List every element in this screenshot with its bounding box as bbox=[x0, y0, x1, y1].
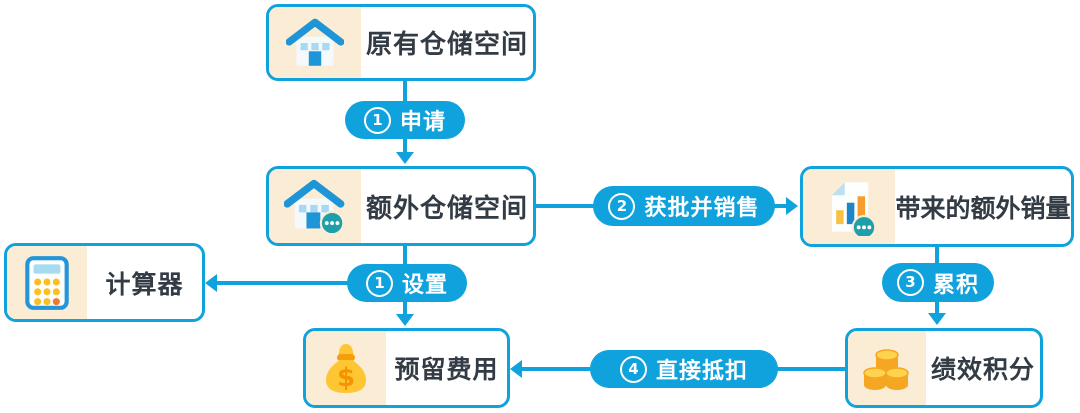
step-pill-deduct: 4 直接抵扣 bbox=[590, 350, 778, 388]
calculator-icon bbox=[7, 246, 87, 319]
node-label: 计算器 bbox=[105, 269, 184, 299]
step-number-badge: 1 bbox=[365, 269, 393, 297]
node-calculator: 计算器 bbox=[4, 243, 205, 322]
arrow-to-calculator-head bbox=[205, 274, 217, 292]
node-original-warehouse-space: 原有仓储空间 bbox=[266, 4, 536, 81]
step-pill-apply: 1 申请 bbox=[345, 101, 465, 139]
svg-text:$: $ bbox=[337, 363, 355, 393]
step-number-badge: 1 bbox=[363, 106, 391, 134]
arrow-to-calculator-line bbox=[217, 281, 351, 285]
money-bag-icon: $ bbox=[306, 331, 386, 405]
sales-report-ellipsis-icon bbox=[803, 169, 895, 244]
step-number-badge: 2 bbox=[608, 192, 636, 220]
coins-icon bbox=[848, 331, 926, 405]
step-label: 累积 bbox=[932, 272, 979, 298]
node-reserved-fee: $ 预留费用 bbox=[303, 328, 510, 408]
node-extra-sales: 带来的额外销量 bbox=[800, 166, 1074, 247]
node-label: 预留费用 bbox=[394, 355, 499, 384]
node-label: 原有仓储空间 bbox=[365, 30, 528, 60]
house-icon bbox=[269, 7, 361, 78]
arrow-accumulate-head bbox=[928, 313, 946, 325]
house-ellipsis-icon bbox=[269, 169, 361, 243]
step-pill-accumulate: 3 累积 bbox=[882, 263, 994, 302]
node-label: 绩效积分 bbox=[930, 355, 1035, 384]
step-number-badge: 3 bbox=[896, 269, 924, 296]
node-extra-warehouse-space: 额外仓储空间 bbox=[266, 166, 536, 246]
node-label: 带来的额外销量 bbox=[895, 193, 1071, 223]
arrow-apply-head bbox=[396, 152, 414, 164]
step-pill-setup: 1 设置 bbox=[347, 264, 467, 302]
step-number-badge: 4 bbox=[619, 355, 647, 383]
step-pill-approve-sell: 2 获批并销售 bbox=[593, 186, 775, 226]
step-label: 获批并销售 bbox=[644, 196, 760, 221]
arrow-to-reserved-fee-head bbox=[396, 314, 414, 326]
arrow-deduct-head bbox=[510, 360, 522, 378]
step-label: 直接抵扣 bbox=[655, 359, 748, 384]
node-label: 额外仓储空间 bbox=[365, 193, 528, 224]
arrow-approve-head bbox=[786, 197, 798, 215]
step-label: 设置 bbox=[401, 273, 448, 298]
step-label: 申请 bbox=[399, 110, 446, 135]
node-performance-points: 绩效积分 bbox=[845, 328, 1043, 408]
